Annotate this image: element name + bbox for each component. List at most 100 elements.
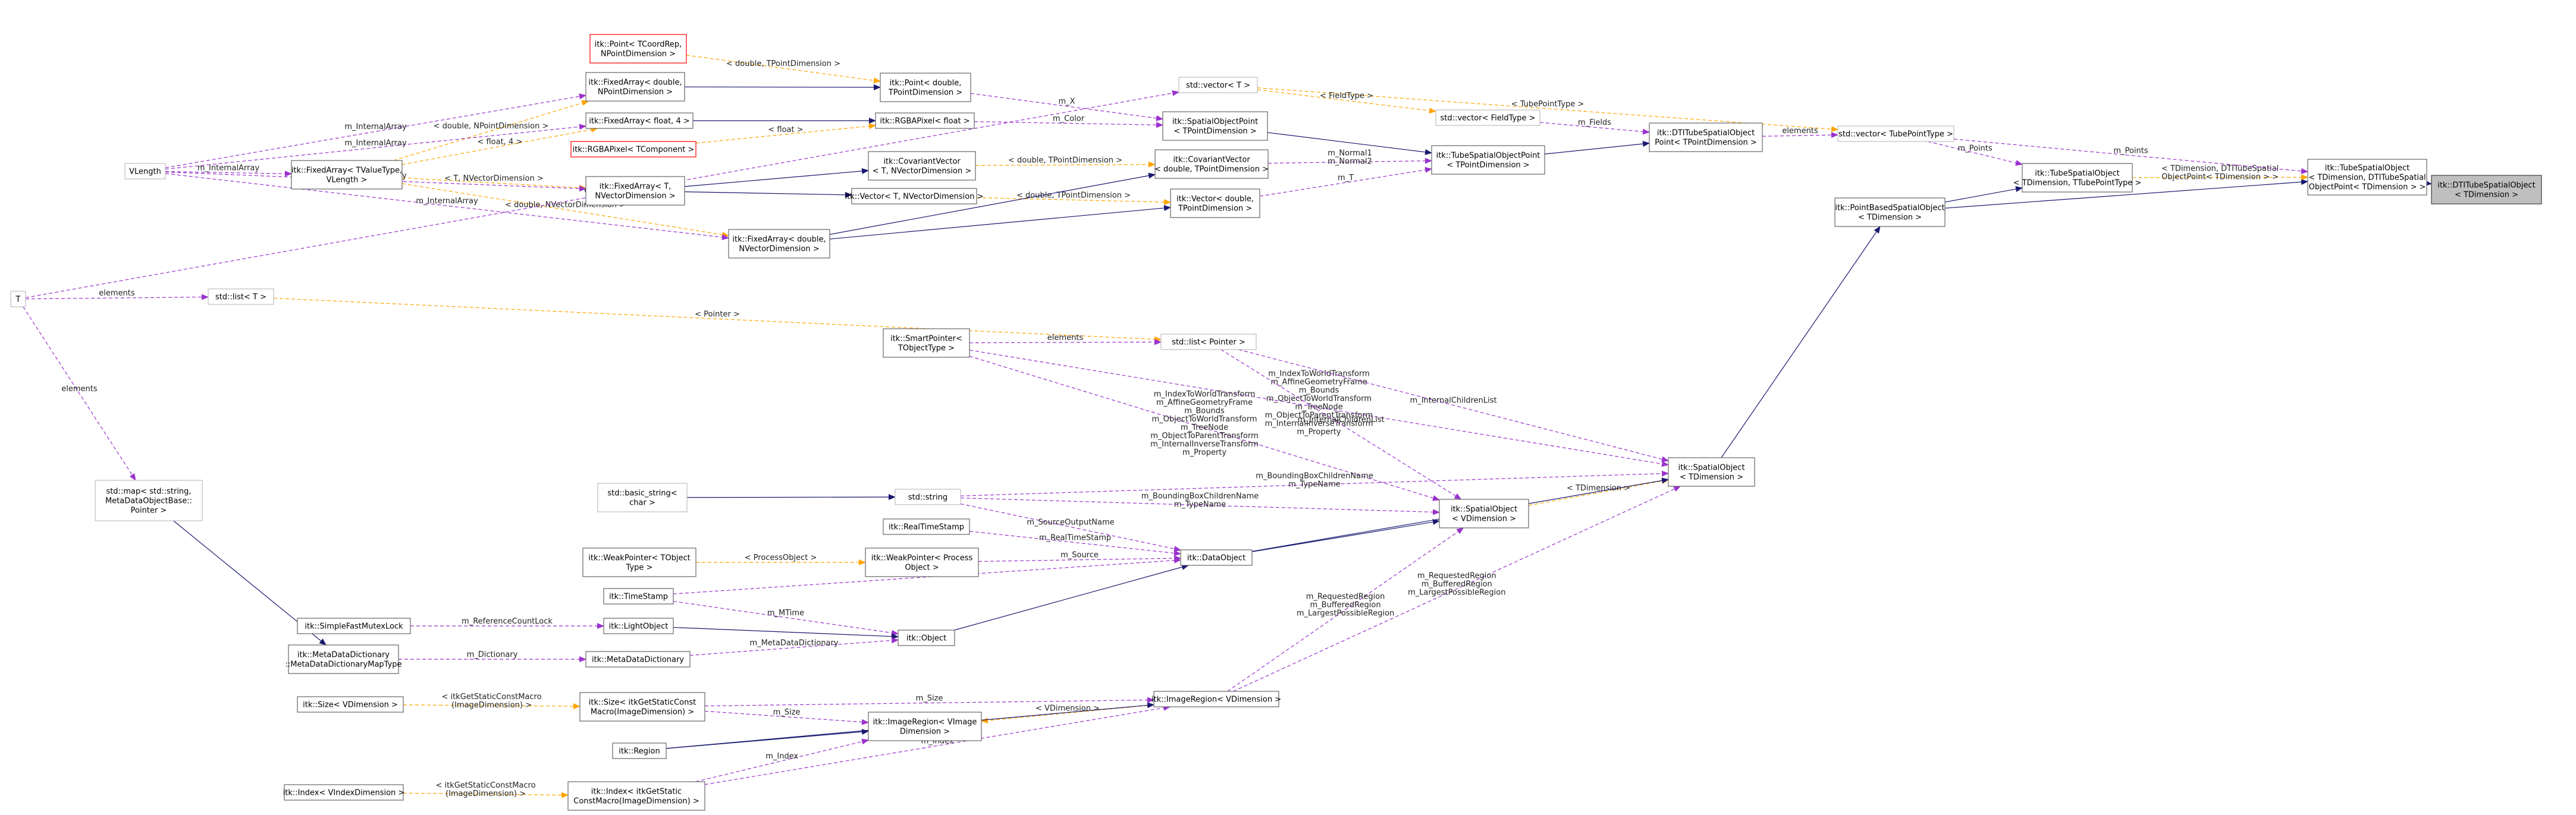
class-node-tubept[interactable]: itk::TubeSpatialObjectPoint< TPointDimen…: [1431, 145, 1545, 175]
edge-label: < itkGetStaticConstMacro: [441, 693, 541, 701]
class-node-pt_tpl[interactable]: itk::Point< TCoordRep,NPointDimension >: [589, 34, 687, 64]
class-node-smartptr[interactable]: itk::SmartPointer<TObjectType >: [883, 328, 970, 358]
class-node-list_ptr[interactable]: std::list< Pointer >: [1160, 333, 1257, 350]
class-node-label: itk::FixedArray< float, 4 >: [589, 117, 690, 126]
class-node-label: itk::TubeSpatialObjectPoint: [1436, 152, 1540, 161]
class-node-size_v[interactable]: itk::Size< VDimension >: [297, 696, 404, 713]
class-node-pbso[interactable]: itk::PointBasedSpatialObject< TDimension…: [1834, 197, 1946, 227]
class-node-fa_dv[interactable]: itk::FixedArray< double,NVectorDimension…: [728, 229, 830, 259]
edge-line: [165, 124, 586, 170]
class-node-weakptr_tpl[interactable]: itk::WeakPointer< TObjectType >: [582, 547, 696, 577]
class-node-sfml[interactable]: itk::SimpleFastMutexLock: [297, 618, 411, 634]
edge-member: m_RequestedRegionm_BufferedRegionm_Large…: [1233, 486, 1681, 692]
edge-line: [689, 637, 899, 656]
class-node-fa_tpl[interactable]: itk::FixedArray< TValueType,VLength >: [291, 160, 403, 190]
class-node-box: [585, 112, 694, 129]
class-node-vector_t[interactable]: itk::Vector< T, NVectorDimension >: [845, 188, 984, 204]
edge-line: [960, 503, 1181, 552]
class-node-label: itk::CovariantVector: [1173, 156, 1250, 165]
class-node-tso[interactable]: itk::TubeSpatialObject< TDimension, TTub…: [2013, 163, 2142, 193]
edge-label: m_InternalInverseTransform: [1265, 420, 1373, 429]
class-node-label: std::list< Pointer >: [1172, 338, 1245, 347]
class-node-rgba_f[interactable]: itk::RGBAPixel< float >: [875, 112, 975, 129]
class-node-label: itk::DTITubeSpatialObject: [1657, 129, 1755, 138]
class-node-box: [582, 547, 696, 577]
edge-template: < float >: [695, 123, 876, 144]
edge-member: m_Size: [704, 694, 1154, 707]
class-node-label: std::map< std::string,: [106, 487, 191, 496]
class-node-fa_dn[interactable]: itk::FixedArray< double,NPointDimension …: [585, 72, 685, 102]
edge-member: m_InternalArray: [165, 163, 292, 177]
class-node-rts[interactable]: itk::RealTimeStamp: [883, 518, 970, 535]
class-node-box: [1435, 109, 1540, 126]
edge-line: [273, 297, 1162, 342]
edge-label: m_TypeName: [1288, 480, 1340, 489]
edge-label: < TubePointType >: [1511, 100, 1584, 109]
class-node-map[interactable]: std::map< std::string,MetaDataObjectBase…: [95, 480, 203, 521]
class-node-box: [10, 291, 26, 307]
class-node-mdd[interactable]: itk::MetaDataDictionary: [585, 651, 691, 668]
class-node-index_mac[interactable]: itk::Index< itkGetStaticConstMacro(Image…: [567, 781, 705, 811]
class-node-box: [124, 163, 166, 180]
edge-line: [686, 494, 896, 501]
edge-label: < Pointer >: [695, 310, 740, 319]
class-node-imgregion_vd[interactable]: itk::ImageRegion< VDimension >: [1151, 691, 1281, 707]
class-node-label: itk::Index< itkGetStatic: [591, 788, 682, 797]
class-node-mdd_map[interactable]: itk::MetaDataDictionary::MetaDataDiction…: [285, 644, 402, 674]
class-node-label: itk::Point< TCoordRep,: [595, 40, 682, 49]
class-node-box: [2431, 175, 2542, 204]
class-node-fa_f4[interactable]: itk::FixedArray< float, 4 >: [585, 112, 694, 129]
class-node-basic_string[interactable]: std::basic_string<char >: [597, 483, 688, 512]
class-node-dataobj[interactable]: itk::DataObject: [1180, 549, 1253, 566]
class-node-string[interactable]: std::string: [895, 489, 961, 505]
edge-label: m_SourceOutputName: [1027, 518, 1114, 527]
class-node-vec_tube[interactable]: std::vector< TubePointType >: [1837, 125, 1954, 142]
edge-label: m_T: [1338, 174, 1354, 182]
class-node-box: [567, 781, 705, 811]
edge-label: < ProcessObject >: [745, 553, 817, 562]
class-node-sopt[interactable]: itk::SpatialObjectPoint< TPointDimension…: [1162, 111, 1268, 141]
edge-member: elements: [25, 289, 209, 300]
class-node-rgba_tpl[interactable]: itk::RGBAPixel< TComponent >: [570, 141, 696, 158]
edge-label: < itkGetStaticConstMacro: [435, 781, 535, 790]
class-node-label: std::basic_string<: [607, 489, 677, 498]
class-node-label: itk::FixedArray< T,: [600, 182, 672, 191]
class-node-pt_d[interactable]: itk::Point< double,TPointDimension >: [880, 73, 971, 102]
class-node-T[interactable]: T: [10, 291, 26, 307]
class-node-vec_t[interactable]: std::vector< T >: [1178, 77, 1258, 93]
class-node-timestamp[interactable]: itk::TimeStamp: [603, 588, 674, 605]
class-node-label: < VDimension >: [1452, 515, 1516, 524]
class-node-covvec_t[interactable]: itk::CovariantVector< T, NVectorDimensio…: [868, 151, 976, 181]
class-node-index_v[interactable]: itk::Index< VIndexDimension >: [283, 784, 405, 801]
class-node-label: NVectorDimension >: [595, 192, 675, 201]
edge-label: m_ObjectToParentTransform: [1150, 432, 1258, 440]
class-node-tso_dti[interactable]: itk::TubeSpatialObject< TDimension, DTIT…: [2307, 159, 2427, 196]
class-node-object[interactable]: itk::Object: [898, 630, 955, 646]
class-node-weakptr_po[interactable]: itk::WeakPointer< ProcessObject >: [865, 547, 979, 577]
class-node-label: MetaDataObjectBase::: [105, 497, 192, 506]
edge-label: m_BoundingBoxChildrenName: [1256, 471, 1373, 480]
class-node-vec_field[interactable]: std::vector< FieldType >: [1435, 109, 1540, 126]
class-node-label: < TDimension >: [1680, 473, 1743, 482]
edge-label: m_InternalArray: [416, 197, 478, 206]
class-node-dt[interactable]: itk::DTITubeSpatialObject< TDimension >: [2431, 175, 2542, 204]
class-node-size_mac[interactable]: itk::Size< itkGetStaticConstMacro(ImageD…: [579, 692, 705, 722]
class-node-covvec_d[interactable]: itk::CovariantVector< double, TPointDime…: [1154, 149, 1269, 179]
class-node-label: itk::SpatialObject: [1451, 505, 1517, 514]
class-node-fa_t[interactable]: itk::FixedArray< T,NVectorDimension >: [585, 176, 685, 206]
edge-line: [704, 710, 869, 725]
class-node-vlength[interactable]: VLength: [124, 163, 166, 180]
class-node-region[interactable]: itk::Region: [612, 742, 667, 759]
class-node-list_t[interactable]: std::list< T >: [208, 288, 274, 305]
class-node-so_td[interactable]: itk::SpatialObject< TDimension >: [1668, 457, 1755, 487]
edge-label: m_ReferenceCountLock: [462, 617, 553, 626]
edge-label: m_InternalArray: [344, 139, 407, 147]
class-node-vec_d[interactable]: itk::Vector< double,TPointDimension >: [1170, 188, 1260, 218]
class-node-label: NPointDimension >: [598, 88, 673, 97]
class-node-so_vd[interactable]: itk::SpatialObject< VDimension >: [1439, 499, 1529, 528]
edge-inherit: [686, 494, 896, 501]
class-node-lightobj[interactable]: itk::LightObject: [603, 618, 674, 634]
edge-label: m_BoundingBoxChildrenName: [1141, 492, 1259, 501]
